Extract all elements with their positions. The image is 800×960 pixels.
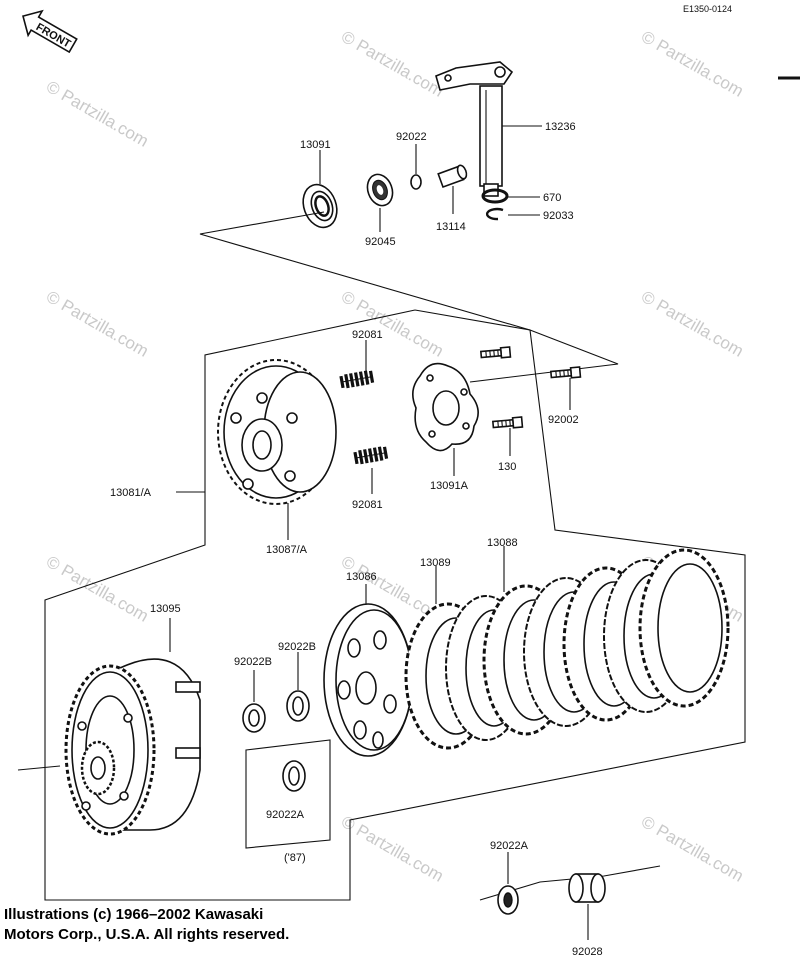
diagram-code: E1350-0124 [683,4,732,14]
label-92081-lower: 92081 [352,499,383,511]
shaft-lever-13236 [435,61,514,197]
circlip-92033 [485,207,504,221]
label-13095: 13095 [150,603,181,615]
svg-text:© Partzilla.com: © Partzilla.com [638,812,747,886]
spring-92081-lower [353,444,389,467]
label-92033: 92033 [543,210,574,222]
assembly-frame [44,309,746,901]
copyright-line-1: Illustrations (c) 1966–2002 Kawasaki [4,906,264,923]
label-92022-top: 92022 [396,131,427,143]
label-92022B-right: 92022B [278,641,316,653]
collar-92028 [568,873,606,903]
label-92022A-variant: 92022A [266,809,305,821]
clutch-hub-13087A [217,359,337,505]
label-670: 670 [543,192,561,204]
pressure-plate-13086 [323,603,413,757]
label-13236: 13236 [545,121,576,133]
guide-line-top [199,211,531,331]
spring-92081-upper [339,368,375,391]
bolt-130 [491,416,524,431]
steel-plate-13088 [638,548,730,708]
label-13087A: 13087/A [266,544,308,556]
washer-92022B-right [286,690,310,722]
label-13086: 13086 [346,571,377,583]
svg-text:© Partzilla.com: © Partzilla.com [43,552,152,626]
copyright-line-2: Motors Corp., U.S.A. All rights reserved… [4,926,290,943]
label-13088: 13088 [487,537,518,549]
bolt-92002 [549,366,582,381]
seal-13091 [302,183,338,229]
svg-text:© Partzilla.com: © Partzilla.com [43,77,152,151]
label-13089: 13089 [420,557,451,569]
label-92028: 92028 [572,946,603,958]
clutch-housing-13095 [17,658,201,836]
label-92081-upper: 92081 [352,329,383,341]
label-92022A-loose: 92022A [490,840,529,852]
label-87: ('87) [284,852,306,864]
svg-text:© Partzilla.com: © Partzilla.com [638,27,747,101]
plate-13091A [412,362,479,452]
ring-670 [481,188,509,204]
washer-92022A-variant [282,760,306,792]
svg-text:© Partzilla.com: © Partzilla.com [638,287,747,361]
guide-line-right [469,329,619,383]
label-13091A: 13091A [430,480,469,492]
label-130: 130 [498,461,516,473]
label-92002: 92002 [548,414,579,426]
washer-92022B-left [242,703,266,733]
clutch-plate-stack [404,548,730,750]
copyright-notice: Illustrations (c) 1966–2002 Kawasaki Mot… [4,905,289,945]
svg-text:© Partzilla.com: © Partzilla.com [43,287,152,361]
label-13114: 13114 [436,221,466,233]
label-92045: 92045 [365,236,396,248]
washer-92022-top [410,174,422,190]
svg-text:© Partzilla.com: © Partzilla.com [338,27,447,101]
svg-text:© Partzilla.com: © Partzilla.com [338,287,447,361]
bearing-92045 [366,173,394,207]
label-13091: 13091 [300,139,331,151]
label-92022B-left: 92022B [234,656,272,668]
pin-13114 [437,164,468,189]
bolt-upper [479,346,512,361]
front-arrow-icon: FRONT [22,9,78,54]
variant-box-87 [245,739,331,849]
svg-text:© Partzilla.com: © Partzilla.com [338,812,447,886]
label-13081A: 13081/A [110,487,152,499]
washer-92022A-loose [497,885,519,915]
